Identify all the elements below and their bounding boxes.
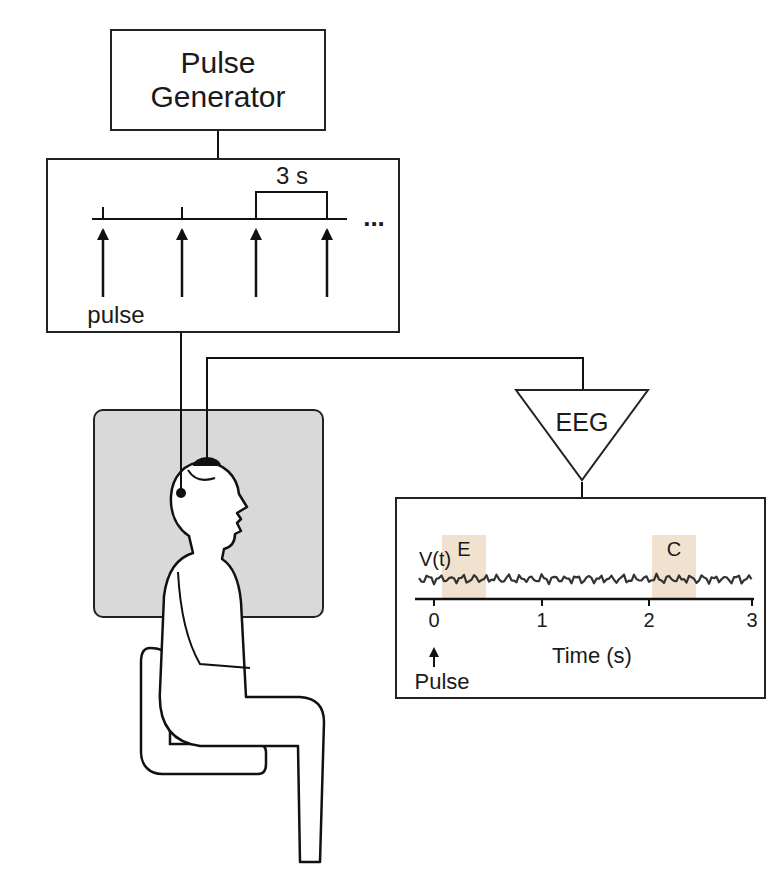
hair-line [188,470,215,480]
axis-tick [751,599,753,606]
axis-tick [541,599,543,606]
pulse-tick [255,207,257,219]
wire-junction [176,488,186,498]
node-label: EEG [556,408,609,437]
signal-plot: V(t) E C 0 1 2 3Time (s) Pulse [395,497,766,699]
device-box: Pulse Generator [110,29,326,131]
pulse-train-box: 3 s... pulse [46,158,400,333]
node-label: Pulse Generator [128,46,308,115]
node-label: ... [363,203,385,233]
node-label: 1 [536,609,547,632]
pulse-tick [181,207,183,219]
pulse-arrow [102,230,105,297]
stim-wire [180,330,182,492]
time-line [92,218,347,220]
amplifier-node: EEG [514,388,650,482]
pulse-marker-arrow [433,649,435,667]
connector [581,482,583,497]
node-label: 3 s [276,162,308,190]
pulse-tick [326,207,328,219]
axis-tick [648,599,650,606]
node-label: Pulse [414,669,469,694]
node-label: V(t) [419,548,451,571]
control-window [652,535,696,599]
node-label: 2 [643,609,654,632]
time-axis [415,598,754,601]
node-drawing [397,499,768,699]
connector [217,131,219,158]
node-label: C [667,538,681,561]
node-label: Time (s) [552,643,632,668]
amplifier-triangle [516,390,648,480]
pulse-arrow [326,230,329,297]
node-label: E [457,538,470,561]
seated-person [160,462,324,862]
electrode [193,457,221,466]
arm-line [178,572,250,668]
axis-tick [433,599,435,606]
eeg-trace [419,574,752,585]
pulse-arrow [255,230,258,297]
pulse-tick [102,207,104,219]
pulse-arrow [181,230,184,297]
interval-bracket [256,192,327,207]
node-label: 3 [746,609,757,632]
node-label: 0 [428,609,439,632]
node-label: pulse [87,301,144,329]
eeg-wire [207,358,583,458]
